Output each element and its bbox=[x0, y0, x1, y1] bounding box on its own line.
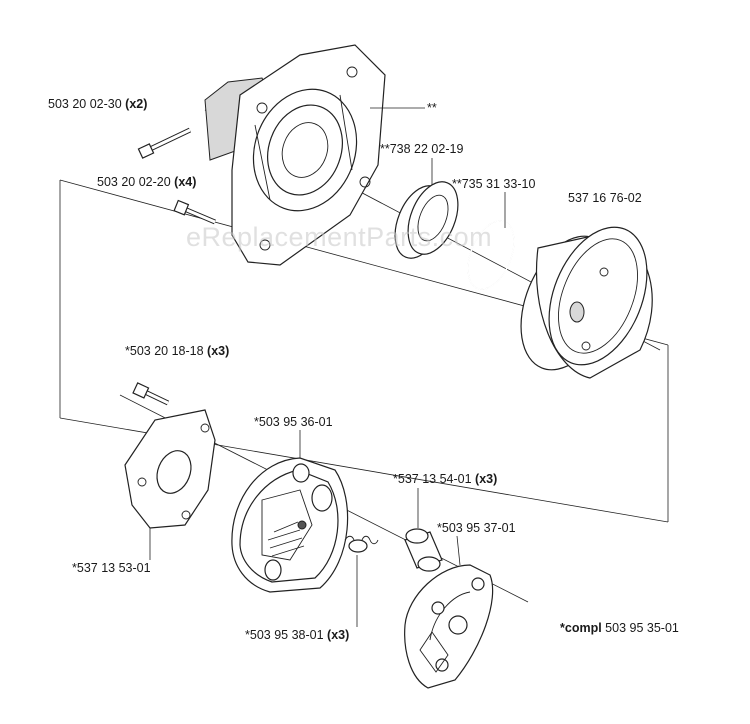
part-number: **738 22 02-19 bbox=[380, 142, 464, 156]
clutch-housing bbox=[204, 44, 386, 266]
part-number: 503 20 02-30 bbox=[48, 97, 122, 111]
part-number: 503 20 02-20 bbox=[97, 175, 171, 189]
part-number: ** bbox=[427, 101, 437, 115]
clutch-drum bbox=[520, 226, 653, 379]
label-drum: 537 16 76-02 bbox=[568, 191, 642, 205]
bearing bbox=[394, 181, 459, 259]
part-number: **735 31 33-10 bbox=[452, 177, 536, 191]
label-bolt-middle: 503 20 02-20 (x4) bbox=[97, 175, 196, 189]
quantity: (x3) bbox=[327, 628, 350, 642]
label-housing: ** bbox=[427, 101, 437, 115]
quantity: (x3) bbox=[207, 344, 230, 358]
part-number: 503 95 35-01 bbox=[605, 621, 679, 635]
label-complete-assembly: *compl 503 95 35-01 bbox=[560, 621, 679, 635]
label-carrier: *503 95 37-01 bbox=[437, 521, 516, 535]
bolt-top bbox=[137, 127, 192, 159]
sleeve bbox=[404, 528, 443, 572]
label-spring: *503 95 38-01 (x3) bbox=[245, 628, 349, 642]
part-number: *537 13 54-01 bbox=[393, 472, 472, 486]
part-number: 537 16 76-02 bbox=[568, 191, 642, 205]
part-number: *503 20 18-18 bbox=[125, 344, 204, 358]
quantity: (x3) bbox=[475, 472, 498, 486]
label-bearing: **738 22 02-19 bbox=[380, 142, 463, 156]
part-number: *503 95 36-01 bbox=[254, 415, 333, 429]
part-number: *503 95 37-01 bbox=[437, 521, 516, 535]
bolt-middle bbox=[173, 199, 216, 225]
label-bolt-top: 503 20 02-30 (x2) bbox=[48, 97, 147, 111]
watermark: eReplacementParts.com bbox=[186, 222, 493, 252]
label-sleeve: *537 13 54-01 (x3) bbox=[393, 472, 497, 486]
part-number: *503 95 38-01 bbox=[245, 628, 324, 642]
quantity: (x4) bbox=[174, 175, 197, 189]
shoe-assembly bbox=[231, 457, 349, 593]
compl-prefix: *compl bbox=[560, 621, 602, 635]
circlip bbox=[467, 220, 515, 290]
washer-plate bbox=[124, 409, 216, 529]
label-circlip: **735 31 33-10 bbox=[452, 177, 535, 191]
label-washer-plate: *537 13 53-01 bbox=[72, 561, 151, 575]
spring bbox=[344, 535, 379, 553]
part-number: *537 13 53-01 bbox=[72, 561, 151, 575]
quantity: (x2) bbox=[125, 97, 148, 111]
carrier-plate bbox=[404, 564, 494, 689]
leader-carrier bbox=[456, 535, 461, 566]
label-shoe-assembly: *503 95 36-01 bbox=[254, 415, 333, 429]
label-screw-small: *503 20 18-18 (x3) bbox=[125, 344, 229, 358]
screw-small bbox=[132, 382, 170, 406]
